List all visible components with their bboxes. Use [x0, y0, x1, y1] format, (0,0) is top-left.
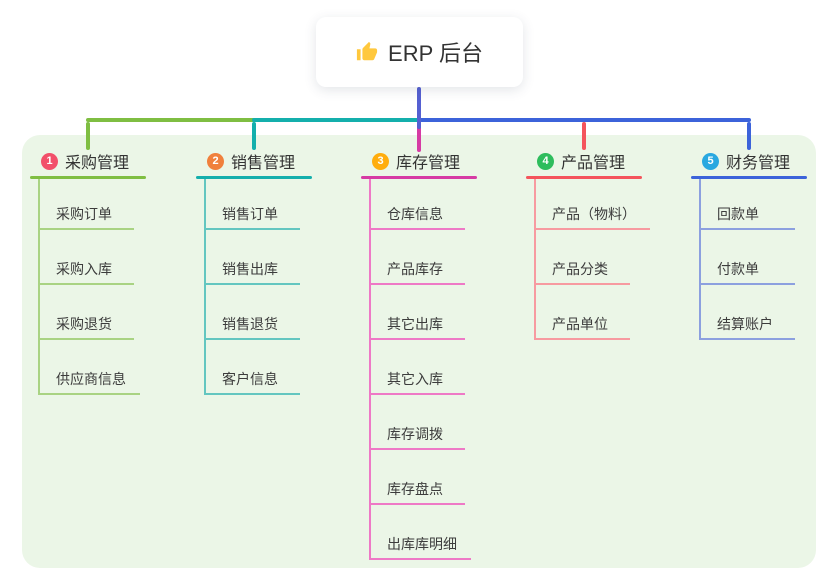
- branch-label: 采购管理: [65, 155, 130, 172]
- connector-horizontal-mid-teal: [252, 118, 421, 122]
- child-item[interactable]: 产品（物料）: [534, 179, 650, 230]
- connector-horizontal-right-blue: [417, 118, 751, 122]
- child-item[interactable]: 客户信息: [204, 340, 300, 395]
- child-item[interactable]: 仓库信息: [369, 179, 465, 230]
- child-item[interactable]: 其它出库: [369, 285, 465, 340]
- branch-number-badge: 5: [702, 152, 719, 170]
- child-item[interactable]: 销售退货: [204, 285, 300, 340]
- child-item[interactable]: 结算账户: [699, 285, 795, 340]
- branch-node[interactable]: 1 采购管理: [30, 148, 170, 174]
- branch-underline: [526, 176, 642, 179]
- branch-underline: [691, 176, 807, 179]
- thumbs-up-icon: [356, 41, 378, 63]
- branch-underline: [30, 176, 146, 179]
- connector-drop-branch-2: [252, 122, 256, 150]
- connector-horizontal-left-green: [86, 118, 256, 122]
- child-item[interactable]: 采购入库: [38, 230, 134, 285]
- child-item[interactable]: 供应商信息: [38, 340, 140, 395]
- connector-drop-branch-3: [417, 120, 421, 152]
- child-item[interactable]: 销售订单: [204, 179, 300, 230]
- branch-4: 4 产品管理 产品（物料）产品分类产品单位: [526, 148, 666, 340]
- root-title: ERP 后台: [388, 41, 483, 66]
- child-item[interactable]: 库存盘点: [369, 450, 465, 505]
- branch-node[interactable]: 3 库存管理: [361, 148, 501, 174]
- child-item[interactable]: 付款单: [699, 230, 795, 285]
- branch-2: 2 销售管理 销售订单销售出库销售退货客户信息: [196, 148, 336, 395]
- branch-1: 1 采购管理 采购订单采购入库采购退货供应商信息: [30, 148, 170, 395]
- child-item[interactable]: 其它入库: [369, 340, 465, 395]
- child-item[interactable]: 产品库存: [369, 230, 465, 285]
- branch-underline: [196, 176, 312, 179]
- branch-children: 采购订单采购入库采购退货供应商信息: [38, 179, 170, 395]
- branch-label: 库存管理: [396, 155, 461, 172]
- branch-node[interactable]: 2 销售管理: [196, 148, 336, 174]
- root-node[interactable]: ERP 后台: [316, 17, 523, 87]
- connector-drop-branch-1: [86, 122, 90, 150]
- branch-children: 仓库信息产品库存其它出库其它入库库存调拨库存盘点出库库明细: [369, 179, 501, 560]
- child-item[interactable]: 销售出库: [204, 230, 300, 285]
- child-item[interactable]: 库存调拨: [369, 395, 465, 450]
- branch-number-badge: 3: [372, 152, 389, 170]
- branch-label: 财务管理: [726, 155, 791, 172]
- branch-5: 5 财务管理 回款单付款单结算账户: [691, 148, 831, 340]
- child-item[interactable]: 产品分类: [534, 230, 630, 285]
- connector-drop-branch-4: [582, 122, 586, 150]
- child-item[interactable]: 采购订单: [38, 179, 134, 230]
- branch-number-badge: 2: [207, 152, 224, 170]
- connector-root-vertical: [417, 87, 421, 129]
- child-item[interactable]: 产品单位: [534, 285, 630, 340]
- branch-label: 产品管理: [561, 155, 626, 172]
- branch-node[interactable]: 5 财务管理: [691, 148, 831, 174]
- branch-children: 销售订单销售出库销售退货客户信息: [204, 179, 336, 395]
- branch-children: 回款单付款单结算账户: [699, 179, 831, 340]
- child-item[interactable]: 采购退货: [38, 285, 134, 340]
- child-item[interactable]: 出库库明细: [369, 505, 471, 560]
- connector-drop-branch-5: [747, 122, 751, 150]
- branch-label: 销售管理: [231, 155, 296, 172]
- canvas-panel: [22, 135, 816, 568]
- branch-underline: [361, 176, 477, 179]
- branch-3: 3 库存管理 仓库信息产品库存其它出库其它入库库存调拨库存盘点出库库明细: [361, 148, 501, 560]
- branch-number-badge: 1: [41, 152, 58, 170]
- branch-node[interactable]: 4 产品管理: [526, 148, 666, 174]
- child-item[interactable]: 回款单: [699, 179, 795, 230]
- branch-number-badge: 4: [537, 152, 554, 170]
- branch-children: 产品（物料）产品分类产品单位: [534, 179, 666, 340]
